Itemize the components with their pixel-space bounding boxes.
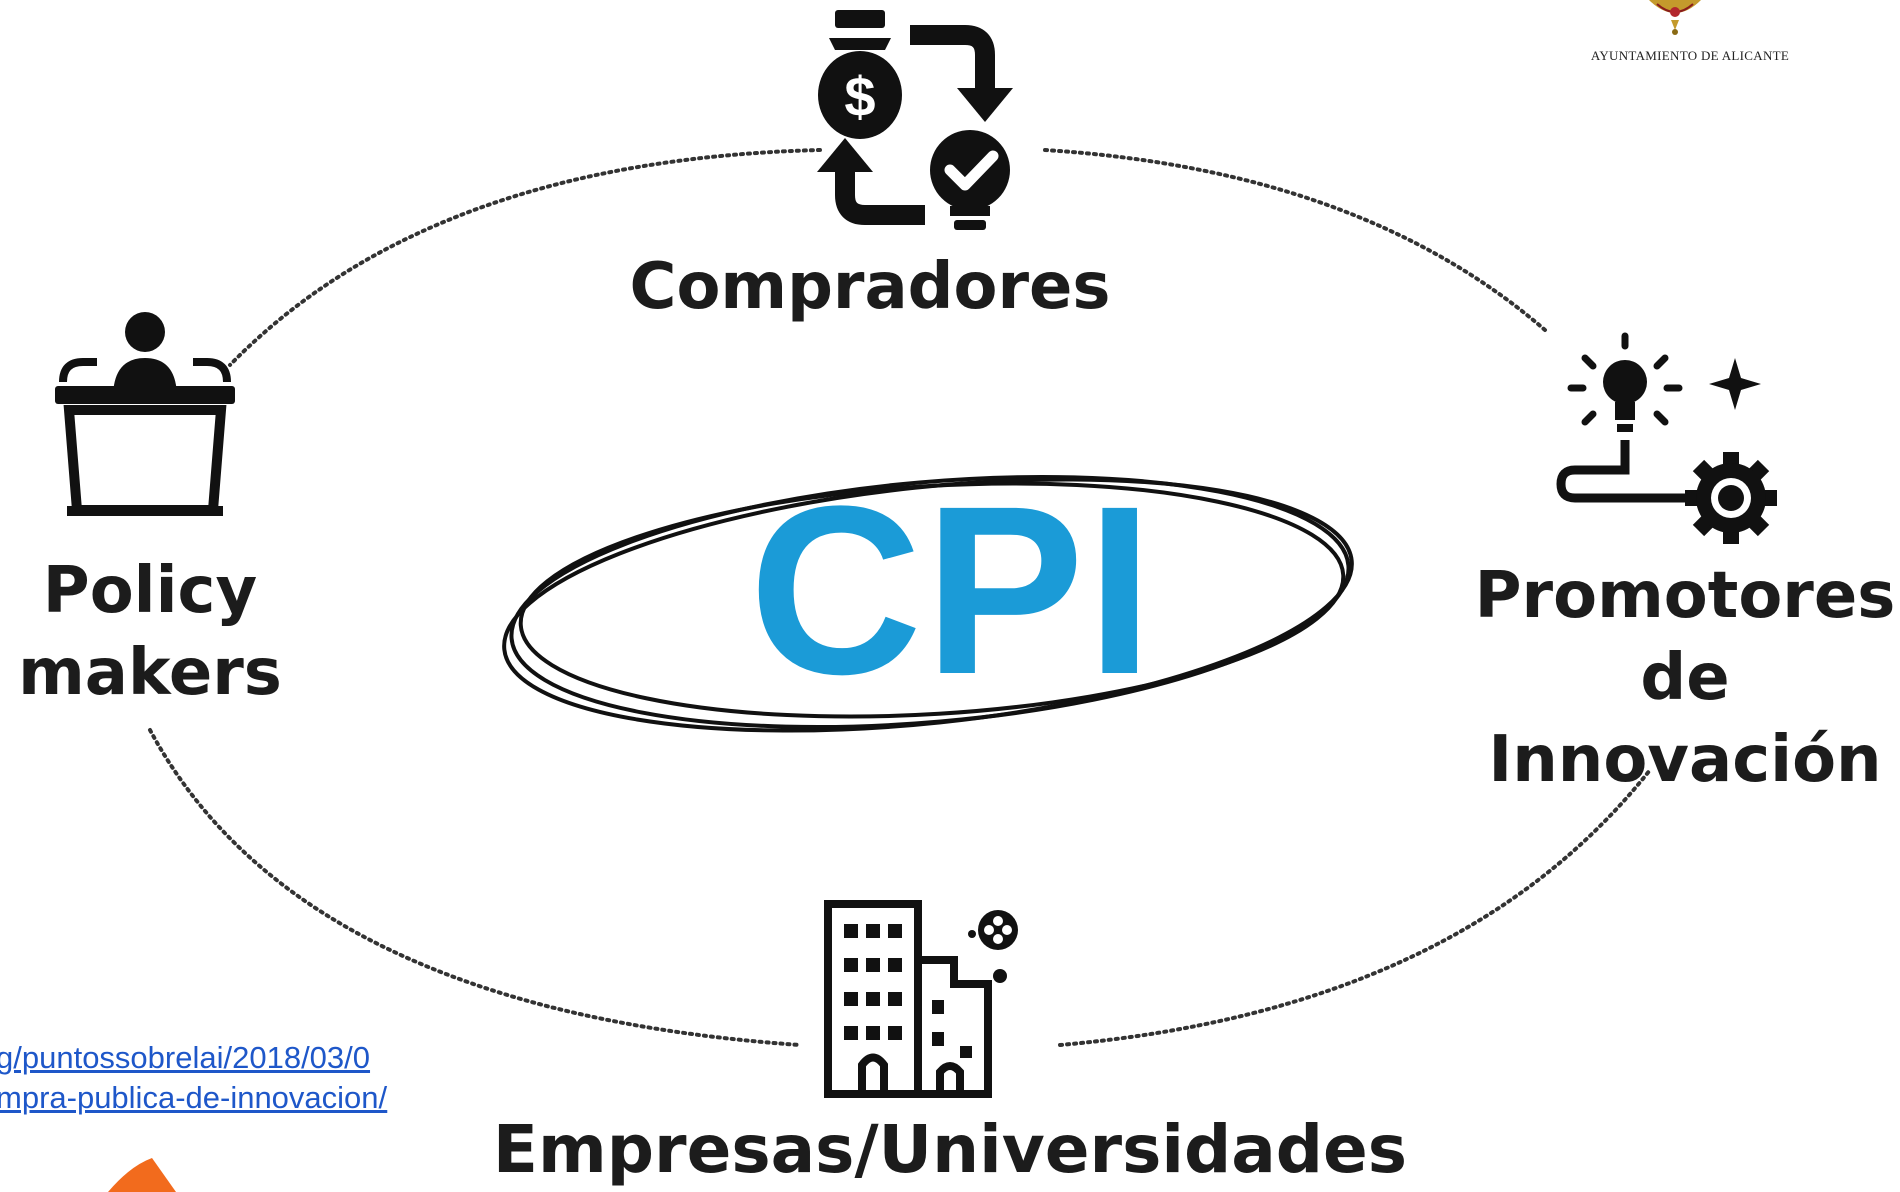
node-label-compradores: Compradores	[629, 250, 1111, 324]
svg-text:$: $	[844, 65, 875, 128]
link-line-2[interactable]: mpra-publica-de-innovacion/	[0, 1080, 388, 1115]
policy-line-1: Policy	[42, 554, 258, 628]
node-label-policy-makers: Policy makers	[0, 550, 300, 714]
lightbulb-gear-icon	[1556, 332, 1777, 544]
cpi-title: CPI	[748, 456, 1156, 724]
node-label-promotores: Promotores de Innovación	[1470, 555, 1900, 801]
podium-speaker-icon	[55, 312, 235, 516]
money-cycle-icon: $	[817, 10, 1013, 230]
organization-name: AYUNTAMIENTO DE ALICANTE	[1590, 48, 1790, 63]
node-label-empresas: Empresas/Universidades	[492, 1111, 1408, 1188]
policy-line-2: makers	[18, 636, 282, 710]
cpi-scribble-ellipse	[502, 474, 1354, 733]
promotores-line-1: Promotores	[1474, 559, 1896, 633]
orange-arrow-icon	[108, 1158, 176, 1192]
link-line-1[interactable]: g/puntossobrelai/2018/03/0	[0, 1040, 371, 1075]
coat-of-arms-icon	[1649, 0, 1701, 35]
source-link[interactable]: g/puntossobrelai/2018/03/0 mpra-publica-…	[0, 1038, 456, 1118]
buildings-icon	[824, 900, 1018, 1098]
promotores-line-3: Innovación	[1488, 723, 1882, 797]
promotores-line-2: de	[1640, 641, 1730, 715]
